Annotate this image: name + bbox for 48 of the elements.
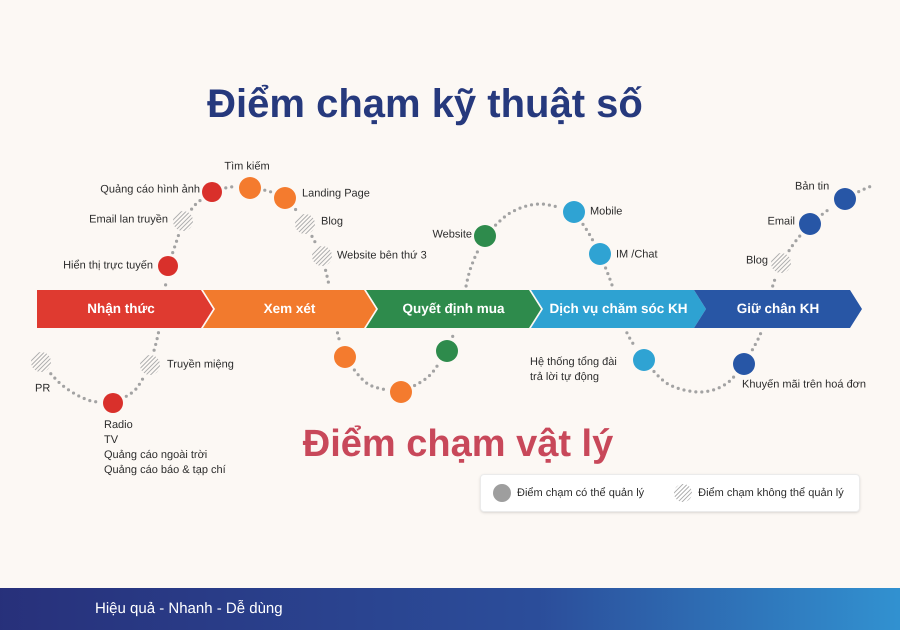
- section-heading: Điểm chạm vật lý: [302, 422, 614, 467]
- dotted-connector: [464, 249, 480, 288]
- stage-banner: Xem xét: [203, 290, 376, 328]
- dotted-connector: [652, 370, 736, 394]
- touchpoint-label: Quảng cáo hình ảnh: [100, 182, 200, 198]
- dotted-connector: [604, 266, 614, 287]
- touchpoint-label: Tìm kiếm: [224, 160, 270, 174]
- stage-banner: Nhận thức: [37, 290, 213, 328]
- touchpoint-label: Truyền miệng: [167, 358, 234, 372]
- title: Điểm chạm kỹ thuật số: [207, 81, 643, 128]
- touchpoint-label: Radio: [104, 418, 133, 433]
- touchpoint-label: Landing Page: [302, 186, 370, 202]
- legend-text: Điểm chạm không thể quản lý: [698, 486, 844, 501]
- dotted-connector: [581, 222, 594, 242]
- dotted-connector: [171, 233, 180, 254]
- touchpoint-label: Email: [767, 214, 795, 230]
- stage-banner: Giữ chân KH: [694, 290, 862, 328]
- touchpoint-label: Quảng cáo báo & tạp chí: [104, 463, 226, 478]
- dotted-connector: [788, 234, 802, 252]
- stage-banner: Dịch vụ chăm sóc KH: [531, 290, 706, 328]
- touchpoint-label: TV: [104, 433, 118, 448]
- dotted-connector: [750, 331, 762, 352]
- dotted-connector: [263, 188, 273, 194]
- legend-text: Điểm chạm có thể quản lý: [517, 486, 644, 501]
- dotted-connector: [190, 198, 202, 211]
- dotted-connector: [310, 234, 318, 244]
- dotted-connector: [413, 362, 440, 388]
- touchpoint-label: Website bên thứ 3: [337, 248, 427, 264]
- touchpoint-label: Blog: [746, 254, 768, 268]
- touchpoint-label: IM /Chat: [616, 248, 658, 262]
- touchpoint-label: PR: [35, 382, 50, 396]
- dotted-connector: [294, 208, 299, 214]
- dotted-connector: [124, 376, 145, 398]
- touchpoint-label: Quảng cáo ngoài trời: [104, 448, 208, 463]
- touchpoint-label: Khuyến mãi trên hoá đơn: [742, 378, 866, 392]
- touchpoint-label: Bản tin: [795, 180, 830, 194]
- slogan-text: Hiệu quả - Nhanh - Dễ dùng: [95, 598, 283, 619]
- touchpoint-label: Mobile: [590, 204, 622, 220]
- touchpoint-label: Blog: [321, 214, 344, 230]
- touchpoint-label: Email lan truyền: [89, 212, 168, 228]
- dotted-connector: [224, 185, 236, 190]
- dotted-connector: [352, 368, 388, 392]
- dotted-connector: [49, 372, 100, 404]
- dotted-connector: [152, 331, 160, 352]
- touchpoint-label: Hệ thống tổng đài trả lời tự động: [530, 355, 618, 385]
- touchpoint-label: Website: [432, 228, 472, 242]
- touchpoint-label: Hiển thị trực tuyến: [63, 258, 153, 274]
- stage-banner: Quyết định mua: [366, 290, 541, 328]
